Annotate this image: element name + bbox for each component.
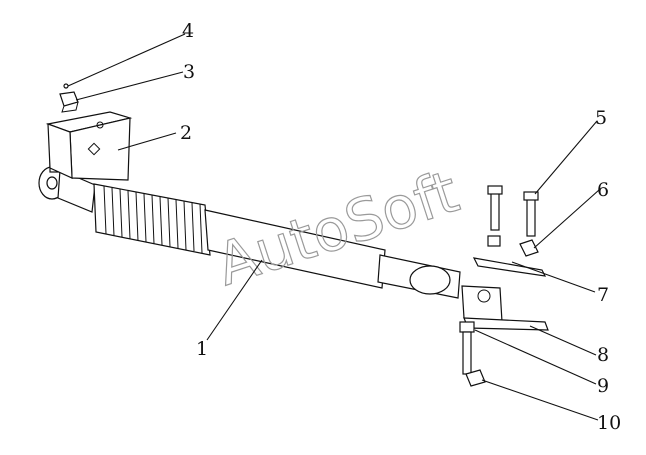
callout-3: 3 [183,61,195,83]
cylinder-assembly [38,147,461,299]
callout-2: 2 [180,122,192,144]
top-nut [59,91,79,113]
wedge-plate [472,257,547,277]
rod-collar [409,265,451,295]
callout-4: 4 [182,20,194,42]
callout-10: 10 [597,412,621,434]
washer [63,83,69,89]
upper-bolt-left [487,185,503,247]
clevis-bracket [461,285,549,331]
callouts: 4 3 2 5 6 7 8 9 10 1 [180,20,621,434]
cylinder-barrel [204,209,386,289]
callout-5: 5 [595,107,607,129]
rod-end-neck [57,169,96,213]
callout-8: 8 [597,344,609,366]
callout-7: 7 [597,284,609,306]
upper-bolt-right [523,191,539,237]
callout-1: 1 [196,338,208,360]
side-nut [519,239,539,257]
callout-6: 6 [597,179,609,201]
leader-lines [67,33,600,421]
mounting-bracket [45,111,133,181]
bellows-ribs [103,185,203,254]
callout-9: 9 [597,375,609,397]
lower-nut [465,369,486,387]
lower-bolt [459,321,475,375]
